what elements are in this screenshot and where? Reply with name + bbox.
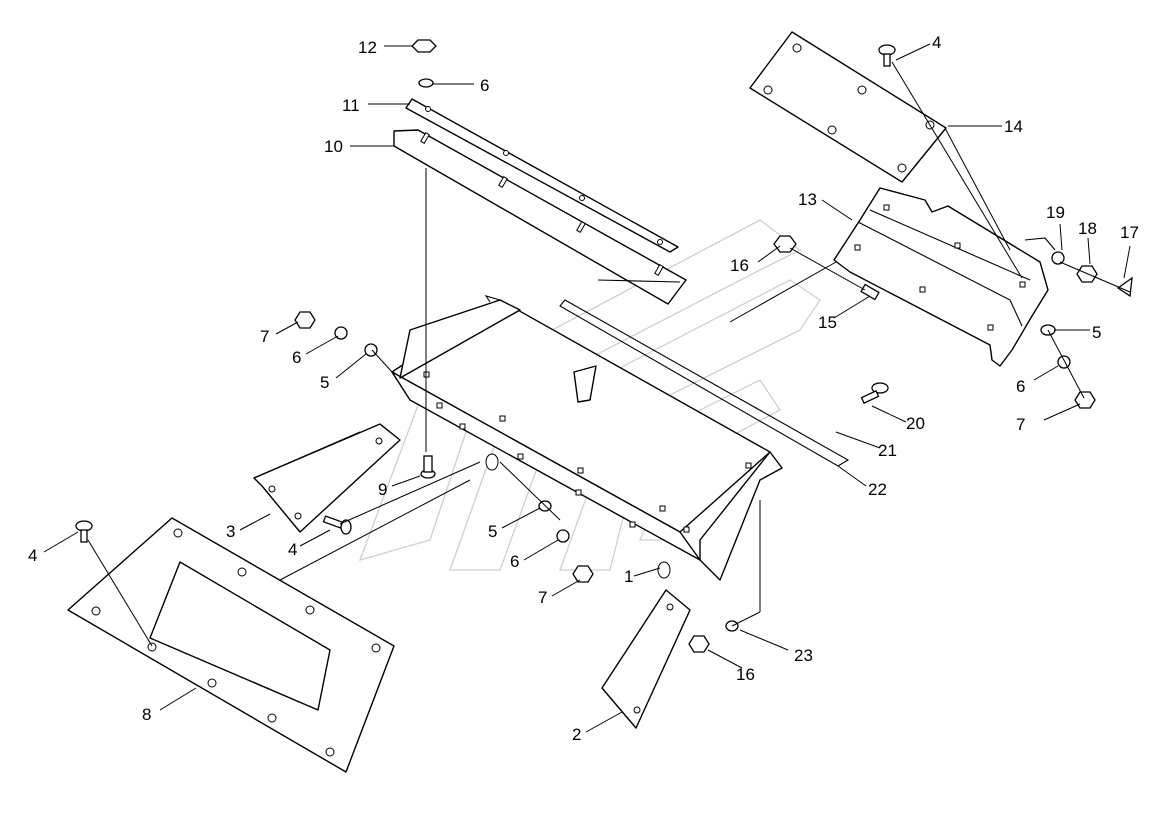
label-17: 17 — [1120, 223, 1139, 242]
label-3: 3 — [226, 522, 235, 541]
main-tray — [391, 279, 850, 581]
part-13-bracket — [833, 187, 1056, 367]
label-14: 14 — [1004, 117, 1023, 136]
label-21: 21 — [878, 441, 897, 460]
label-15: 15 — [818, 313, 837, 332]
label-18: 18 — [1078, 219, 1097, 238]
label-10: 10 — [324, 137, 343, 156]
label-9: 9 — [378, 480, 387, 499]
part-8-frame — [67, 517, 395, 773]
label-19: 19 — [1046, 203, 1065, 222]
part-10-strip — [393, 129, 687, 305]
label-16: 16 — [736, 665, 755, 684]
label-leaders — [43, 43, 1131, 733]
label-2: 2 — [572, 725, 581, 744]
label-16: 16 — [730, 256, 749, 275]
label-20: 20 — [906, 414, 925, 433]
label-5: 5 — [320, 373, 329, 392]
label-7: 7 — [1016, 415, 1025, 434]
hardware — [75, 39, 1133, 653]
callout-labels: 12 6 11 10 4 14 13 19 18 17 16 15 5 6 7 … — [28, 33, 1139, 744]
label-6: 6 — [480, 76, 489, 95]
label-5: 5 — [1092, 323, 1101, 342]
label-6: 6 — [1016, 377, 1025, 396]
label-12: 12 — [358, 38, 377, 57]
label-6: 6 — [510, 552, 519, 571]
label-5: 5 — [488, 522, 497, 541]
label-11: 11 — [342, 96, 360, 115]
assembly-lines — [87, 61, 1131, 647]
label-4: 4 — [288, 540, 297, 559]
part-2-bracket — [601, 589, 691, 729]
part-3-plate — [253, 423, 401, 533]
label-4: 4 — [28, 546, 37, 565]
label-6: 6 — [292, 348, 301, 367]
label-4: 4 — [932, 33, 941, 52]
label-13: 13 — [798, 190, 817, 209]
label-1: 1 — [624, 567, 633, 586]
part-11-strip — [405, 98, 679, 253]
part-14-plate — [749, 31, 947, 183]
label-23: 23 — [794, 646, 813, 665]
label-7: 7 — [260, 327, 269, 346]
label-8: 8 — [142, 705, 151, 724]
label-7: 7 — [538, 588, 547, 607]
label-22: 22 — [868, 480, 887, 499]
